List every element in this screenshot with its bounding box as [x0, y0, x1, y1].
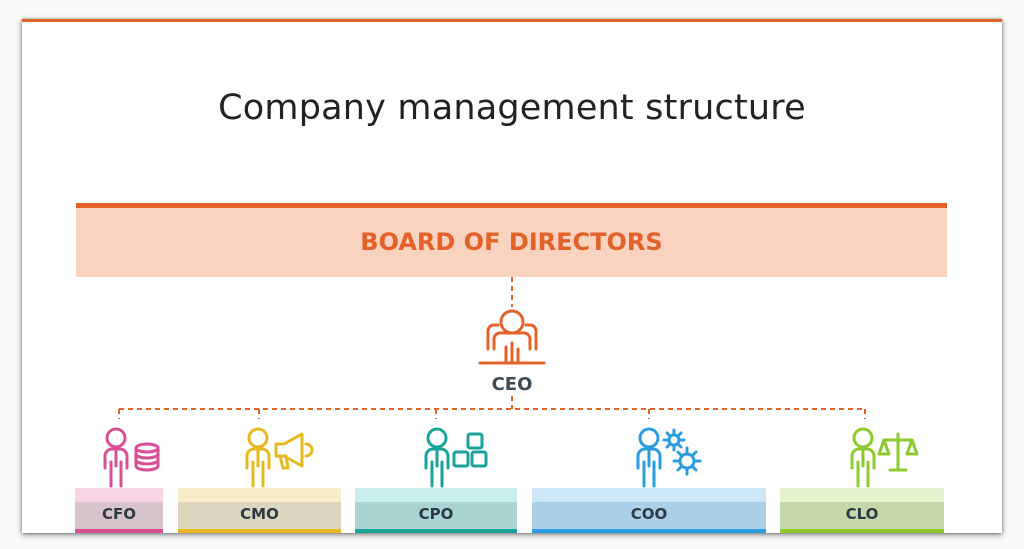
role-underline: [355, 529, 517, 533]
person-with-coins-icon: [103, 427, 160, 488]
role-box-cmo: CMO: [178, 488, 341, 533]
role-band: [780, 502, 944, 533]
board-of-directors-box: BOARD OF DIRECTORS: [76, 203, 947, 277]
role-label-coo: COO: [630, 505, 668, 523]
org-connector-lines: [118, 277, 866, 419]
ceo-label: CEO: [491, 374, 533, 395]
role-tint: [532, 488, 766, 502]
slide-title: Company management structure: [218, 88, 806, 128]
slide: Company management structure BOARD OF DI…: [22, 19, 1002, 533]
role-band: [355, 502, 517, 533]
person-with-scales-icon: [850, 427, 919, 488]
role-band: [532, 502, 766, 533]
role-tint: [178, 488, 341, 502]
role-tint: [355, 488, 517, 502]
role-box-clo: CLO: [780, 488, 944, 533]
person-with-boxes-icon: [424, 427, 488, 488]
role-band: [178, 502, 341, 533]
role-label-cmo: CMO: [240, 505, 279, 523]
role-box-coo: COO: [532, 488, 766, 533]
role-underline: [178, 529, 341, 533]
role-box-cfo: CFO: [75, 488, 163, 533]
person-with-gears-icon: [636, 427, 702, 488]
role-tint: [75, 488, 163, 502]
role-label-cfo: CFO: [101, 505, 136, 523]
role-label-clo: CLO: [845, 505, 879, 523]
role-band: [75, 502, 163, 533]
person-with-megaphone-icon: [245, 427, 314, 488]
role-label-cpo: CPO: [418, 505, 454, 523]
role-tint: [780, 488, 944, 502]
board-of-directors-label: BOARD OF DIRECTORS: [360, 228, 663, 256]
role-box-cpo: CPO: [355, 488, 517, 533]
role-underline: [75, 529, 163, 533]
role-underline: [780, 529, 944, 533]
role-underline: [532, 529, 766, 533]
ceo-person-at-desk-icon: [478, 309, 546, 365]
